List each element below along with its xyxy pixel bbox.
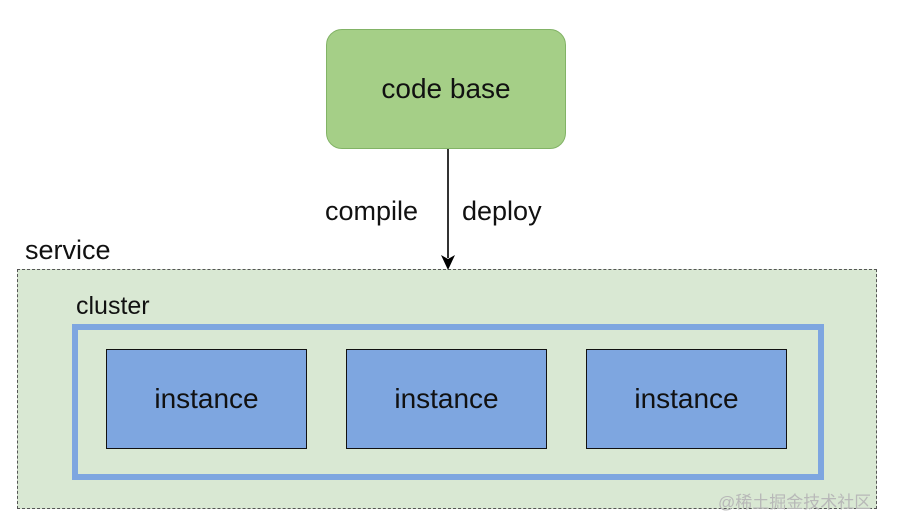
instance-label: instance [154,383,259,414]
deploy-label: deploy [462,196,542,226]
instance-node-3: instance [586,349,787,449]
service-label: service [25,235,111,265]
compile-label: compile [325,196,419,226]
code-base-node: code base [326,29,566,149]
instance-node-2: instance [346,349,547,449]
cluster-label: cluster [76,292,150,320]
deploy-arrow [441,149,455,270]
instance-node-1: instance [106,349,307,449]
cluster-container [72,324,824,480]
watermark: @稀土掘金技术社区 [718,493,872,512]
instance-label: instance [634,383,739,414]
code-base-label: code base [381,73,511,104]
instance-label: instance [394,383,499,414]
